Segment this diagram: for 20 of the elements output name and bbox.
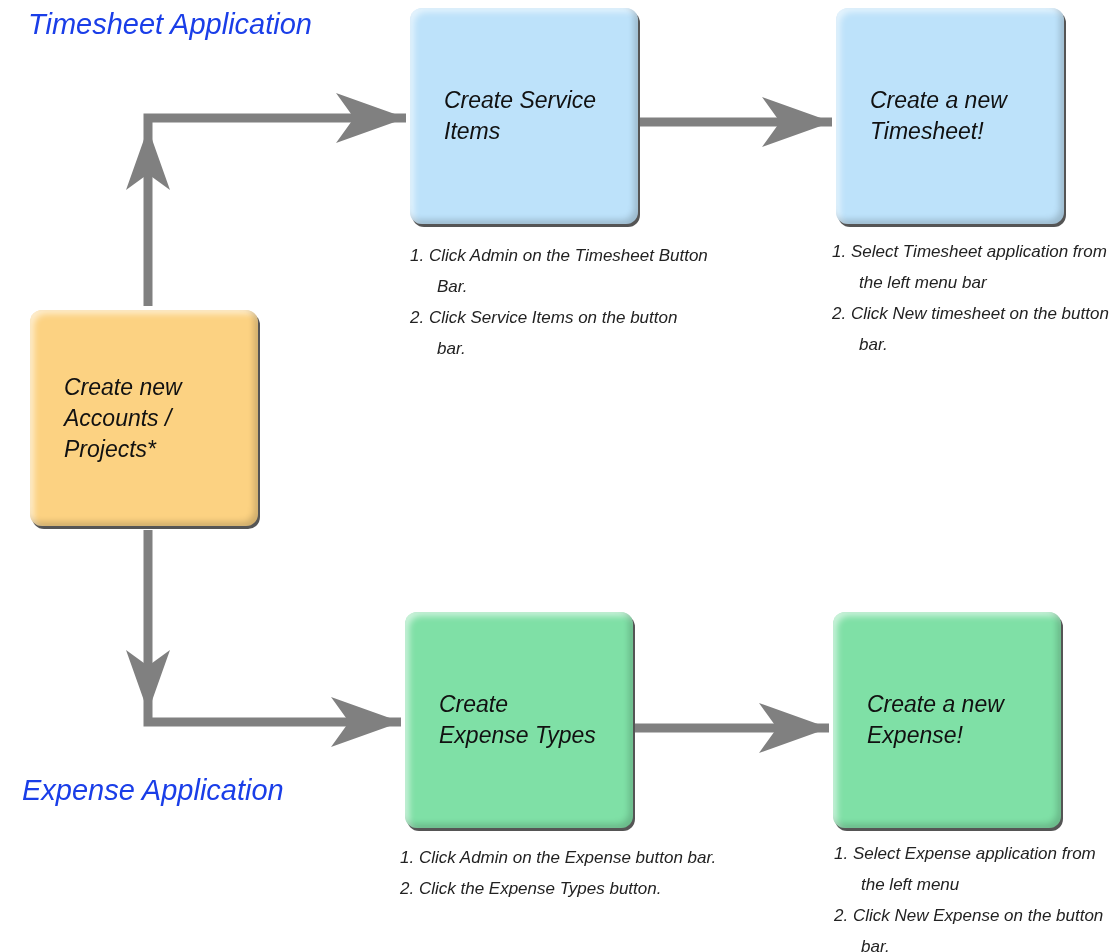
- instruction-step: 1. Select Timesheet application from the left menu bar: [832, 236, 1117, 298]
- box-title: Create a new Timesheet!: [870, 86, 1009, 146]
- instruction-step: 1. Select Expense application from the left menu: [834, 838, 1114, 900]
- process-box: [833, 612, 1061, 828]
- instruction-step: 2. Click the Expense Types button.: [400, 873, 730, 904]
- process-box: [836, 8, 1064, 224]
- section-heading: Timesheet Application: [28, 8, 312, 41]
- instruction-step: 2. Click New timesheet on the button bar.: [832, 298, 1117, 360]
- section-heading: Expense Application: [22, 774, 284, 807]
- process-box: [410, 8, 638, 224]
- process-box: [405, 612, 633, 828]
- box-title: Create new Accounts / Projects*: [64, 372, 184, 464]
- box-title: Create Expense Types: [439, 690, 597, 750]
- process-box: [30, 310, 258, 526]
- instruction-step: 1. Click Admin on the Timesheet Button Bar.: [410, 240, 710, 302]
- box-title: Create a new Expense!: [867, 690, 1006, 750]
- instruction-step: 2. Click Service Items on the button bar.: [410, 302, 710, 364]
- instruction-step: 1. Click Admin on the Expense button bar.: [400, 842, 730, 873]
- box-title: Create Service Items: [444, 86, 598, 146]
- instruction-step: 2. Click New Expense on the button bar.: [834, 900, 1114, 952]
